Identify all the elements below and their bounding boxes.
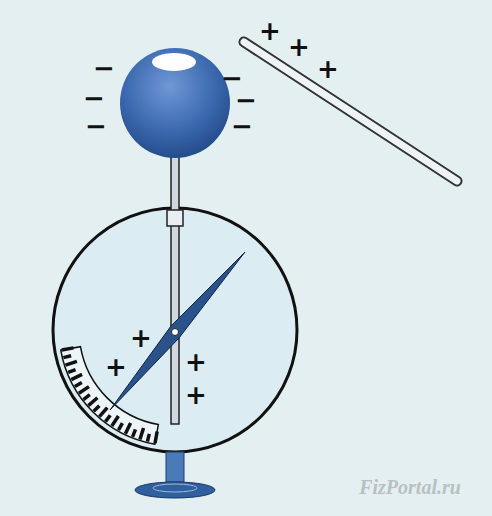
ball-charge: − [83,85,105,111]
rod-charge: + [288,34,310,60]
scale-tick [99,408,107,417]
scale-plate [61,347,159,445]
stand-leg [166,452,184,482]
ball-highlight [152,53,196,71]
rod-charge: + [317,56,339,82]
scale-tick [105,415,110,421]
scale-tick [94,406,100,412]
scale-tick [63,356,71,358]
scale-tick [79,387,89,394]
needle-charge: + [130,325,152,351]
scale [61,347,159,445]
scale-tick [147,434,149,442]
scale-tick [71,374,82,379]
scale-tick [65,361,76,365]
watermark: FizPortal.ru [359,477,461,497]
needle-pivot [172,329,179,336]
glass-rod [244,42,457,181]
scale-tick [83,395,89,400]
stand-base-ring [153,484,197,492]
scale-tick [133,429,136,436]
scale-tick [140,428,144,439]
stand-base [135,482,215,498]
scale-tick [75,383,82,387]
needle-charge: + [185,382,207,408]
needle-charge: + [185,349,207,375]
needle-charge: + [105,354,127,380]
metal-ball [120,48,230,158]
ball-charge: − [85,113,107,139]
scale-tick [155,431,157,443]
scale-tick [112,416,119,426]
rod-charge: + [259,18,281,44]
ball-charge: − [231,113,253,139]
scale-tick [88,398,97,406]
ball-charge: − [235,87,257,113]
scale-tick [62,348,74,350]
ball-charge: − [93,55,115,81]
metal-rod [171,156,179,424]
scale-tick [68,370,75,373]
electroscope-needle [110,252,245,410]
insulating-plug [167,210,183,226]
scale-tick [125,423,130,434]
scale-tick [118,423,122,430]
